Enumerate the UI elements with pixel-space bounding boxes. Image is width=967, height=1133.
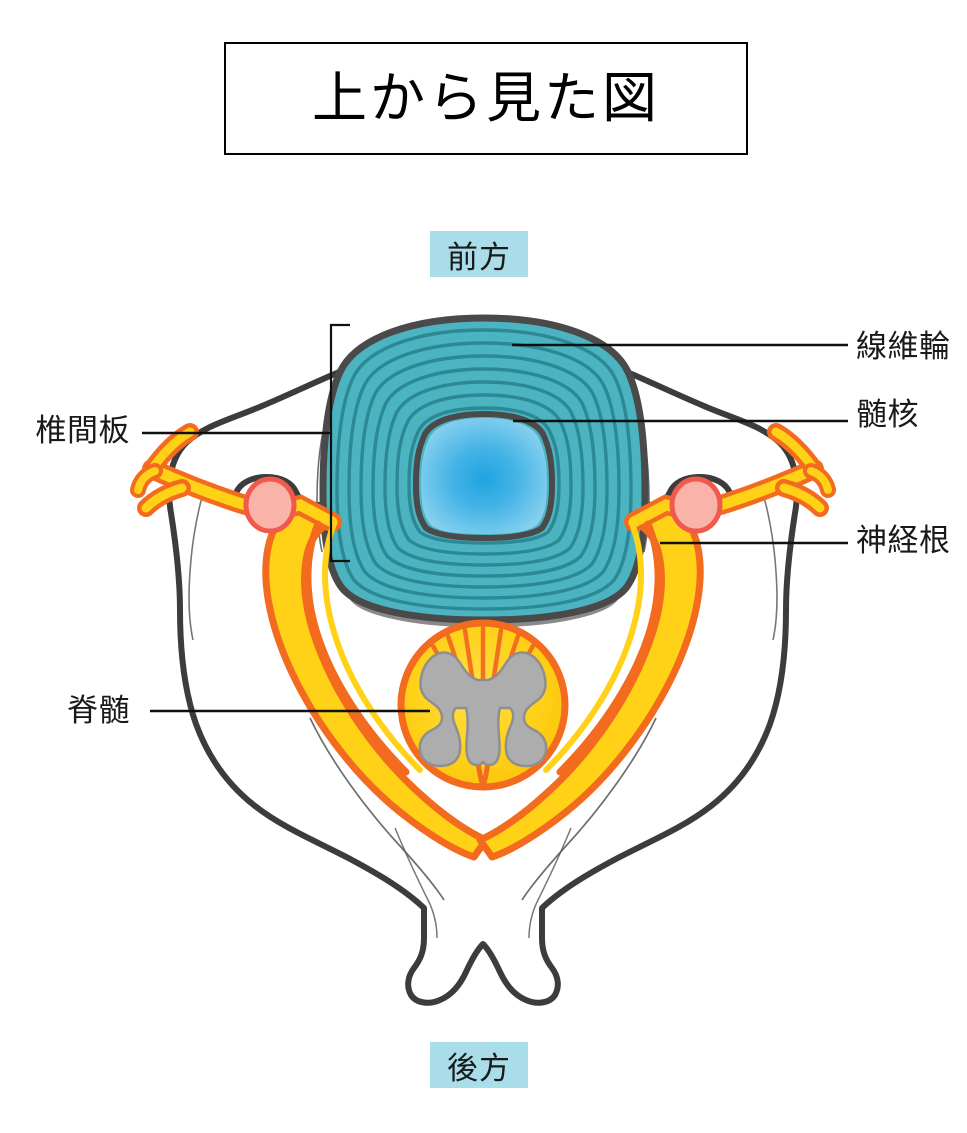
callout-spinal-cord: 脊髄 [67, 693, 130, 728]
orientation-label-anterior: 前方 [430, 231, 528, 277]
gray-matter [418, 651, 548, 768]
leader-lines [142, 323, 848, 713]
title-box: 上から見た図 [224, 42, 748, 155]
nerve-root-right [476, 423, 836, 861]
dorsal-root-ganglion-right [669, 476, 723, 534]
callout-nerve-root: 神経根 [856, 523, 951, 558]
callout-nucleus-pulposus: 髄核 [856, 397, 919, 432]
callout-annulus-fibrosus: 線維輪 [856, 329, 951, 364]
nucleus-pulposus [421, 418, 547, 534]
callout-intervertebral-disc: 椎間板 [35, 413, 130, 448]
spinal-cord [397, 619, 569, 791]
page-title: 上から見た図 [311, 68, 660, 129]
intervertebral-disc [319, 314, 649, 624]
orientation-label-posterior: 後方 [430, 1042, 528, 1088]
leader-bracket-disc [329, 323, 350, 563]
dorsal-root-ganglion-left [243, 476, 297, 534]
